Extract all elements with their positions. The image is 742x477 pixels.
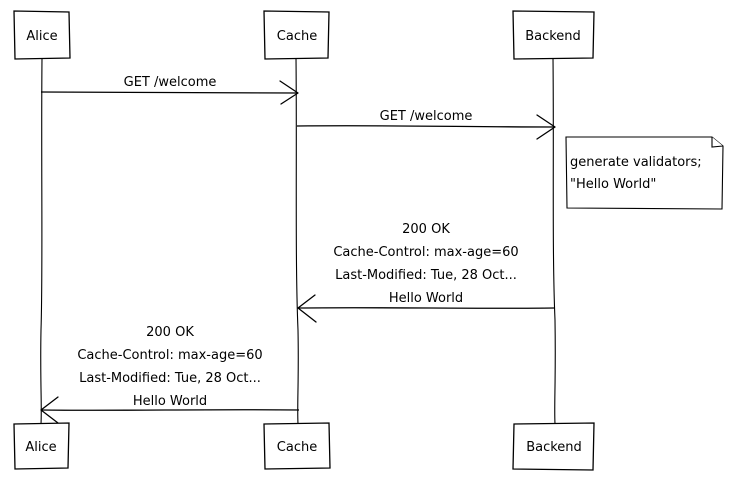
participant-backend-bottom: Backend — [512, 422, 595, 471]
message-3-line-2: Cache-Control: max-age=60 — [333, 245, 518, 260]
message-4-line-1: 200 OK — [146, 325, 194, 340]
message-1-label: GET /welcome — [124, 75, 217, 90]
message-4-line-4: Hello World — [133, 394, 207, 409]
message-2-label: GET /welcome — [380, 109, 473, 124]
participant-backend-top: Backend — [512, 10, 595, 60]
participant-cache-top-label: Cache — [277, 29, 317, 44]
note-backend: generate validators; "Hello World" — [565, 136, 724, 210]
message-3-line-1: 200 OK — [402, 222, 450, 237]
lifeline-cache — [295, 57, 299, 425]
note-line-2: "Hello World" — [570, 177, 656, 192]
message-4-line-3: Last-Modified: Tue, 28 Oct... — [79, 371, 261, 386]
message-cache-to-backend: GET /welcome — [296, 109, 556, 140]
arrowhead-left — [40, 396, 59, 424]
participant-backend-bottom-label: Backend — [526, 440, 582, 455]
note-line-1: generate validators; — [570, 155, 702, 170]
message-3-line-3: Last-Modified: Tue, 28 Oct... — [335, 268, 517, 283]
message-cache-to-alice: 200 OK Cache-Control: max-age=60 Last-Mo… — [40, 325, 300, 424]
arrowhead-right — [279, 80, 299, 105]
message-3-line-4: Hello World — [389, 291, 463, 306]
participant-alice-top-label: Alice — [26, 29, 57, 44]
participant-alice-top: Alice — [13, 10, 71, 60]
participant-cache-bottom: Cache — [263, 422, 331, 470]
participant-alice-bottom-label: Alice — [25, 440, 56, 455]
participant-cache-top: Cache — [263, 10, 330, 60]
arrowhead-right — [536, 114, 556, 140]
arrowhead-left — [297, 294, 317, 323]
participant-alice-bottom: Alice — [13, 422, 70, 470]
lifeline-backend — [552, 57, 556, 425]
participant-backend-top-label: Backend — [525, 29, 581, 44]
message-alice-to-cache: GET /welcome — [40, 75, 299, 105]
message-4-line-2: Cache-Control: max-age=60 — [77, 348, 262, 363]
participant-cache-bottom-label: Cache — [277, 440, 317, 455]
lifeline-alice — [40, 57, 43, 425]
message-backend-to-cache: 200 OK Cache-Control: max-age=60 Last-Mo… — [297, 222, 555, 323]
